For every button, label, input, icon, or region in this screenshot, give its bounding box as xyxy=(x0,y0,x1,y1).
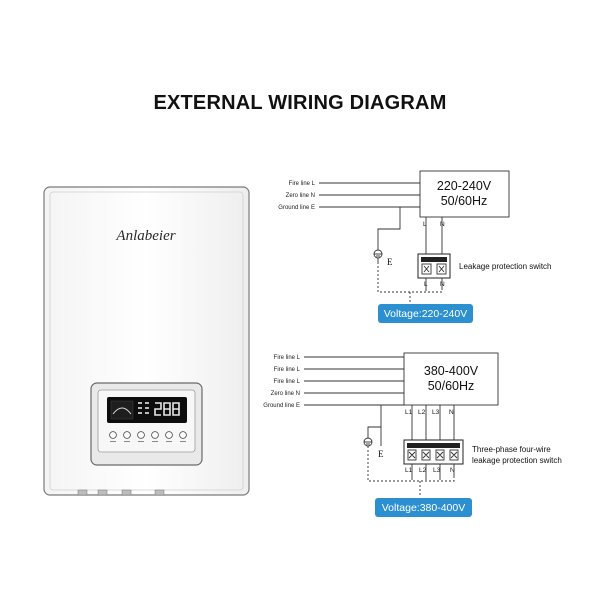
lcd-indicators xyxy=(138,402,149,414)
sp-switch-bar xyxy=(421,257,447,262)
down-button[interactable] xyxy=(179,431,187,439)
tp-ground-label: E xyxy=(378,449,384,459)
lcd-gauge-arc xyxy=(112,407,132,415)
power-button[interactable] xyxy=(109,431,117,439)
sp-voltage-badge xyxy=(378,304,473,323)
tp-input-label-0: Fire line L xyxy=(274,355,301,361)
tp-ground-wire xyxy=(367,405,382,438)
up-button[interactable] xyxy=(165,431,173,439)
bottom-connector-3 xyxy=(121,489,132,496)
tp-switch-label-1: Three-phase four-wire xyxy=(472,445,551,454)
tp-input-label-2: Fire line L xyxy=(274,379,301,385)
page-title: EXTERNAL WIRING DIAGRAM xyxy=(153,92,447,114)
tp-term-top-l3: L3 xyxy=(432,409,440,416)
tp-switch-label-2: leakage protection switch xyxy=(472,456,562,465)
tp-input-label-3: Zero line N xyxy=(271,391,300,397)
tp-box-frequency: 50/60Hz xyxy=(428,379,475,393)
bottom-connector-4 xyxy=(154,489,165,496)
sp-switch-marks xyxy=(423,265,445,273)
lcd-digits xyxy=(154,402,180,416)
sp-box-frequency: 50/60Hz xyxy=(441,194,488,208)
sp-term-bottom-n: N xyxy=(440,281,445,288)
sp-input-label-2: Ground line E xyxy=(278,205,315,211)
bottom-connector-1 xyxy=(77,489,88,496)
tp-switch-marks xyxy=(408,451,458,459)
single-phase-diagram: Fire line L Zero line N Ground line E 22… xyxy=(278,170,552,303)
tp-voltage-badge-text: Voltage:380-400V xyxy=(382,502,466,514)
tp-input-label-4: Ground line E xyxy=(263,403,300,409)
tp-term-bottom-l2: L2 xyxy=(419,467,427,474)
sp-ground-label: E xyxy=(387,257,393,267)
sp-voltage-badge-text: Voltage:220-240V xyxy=(384,308,468,320)
sp-term-top-n: N xyxy=(440,221,445,228)
tp-switch-bar xyxy=(407,443,460,448)
tp-term-bottom-l1: L1 xyxy=(405,467,413,474)
sp-term-top-l: L xyxy=(423,221,427,228)
heater-unit: Anlabeier xyxy=(43,186,250,496)
tp-supply-box xyxy=(403,352,499,406)
mode-button[interactable] xyxy=(123,431,131,439)
tp-dashed-bracket xyxy=(367,446,455,482)
tp-input-label-1: Fire line L xyxy=(274,367,301,373)
heater-inner-edge xyxy=(49,191,244,491)
three-phase-diagram: Fire line L Fire line L Fire line L Zero… xyxy=(263,352,562,497)
timer-button[interactable] xyxy=(137,431,145,439)
tp-term-top-n: N xyxy=(449,409,454,416)
sp-switch-label: Leakage protection switch xyxy=(459,262,552,271)
bottom-connector-2 xyxy=(97,489,108,496)
sp-input-label-1: Zero line N xyxy=(286,193,315,199)
brand-logo: Anlabeier xyxy=(115,228,175,244)
sp-supply-box xyxy=(419,170,510,218)
sp-ground-wire xyxy=(377,207,401,250)
tp-voltage-badge xyxy=(375,498,472,517)
tp-term-top-l1: L1 xyxy=(405,409,413,416)
tp-term-bottom-l3: L3 xyxy=(433,467,441,474)
panel-buttons xyxy=(109,431,187,442)
sp-box-voltage: 220-240V xyxy=(437,179,492,193)
tp-term-bottom-n: N xyxy=(450,467,455,474)
sp-input-label-0: Fire line L xyxy=(289,181,316,187)
set-button[interactable] xyxy=(151,431,159,439)
tp-box-voltage: 380-400V xyxy=(424,364,479,378)
lcd-gauge xyxy=(110,400,134,420)
tp-term-top-l2: L2 xyxy=(418,409,426,416)
